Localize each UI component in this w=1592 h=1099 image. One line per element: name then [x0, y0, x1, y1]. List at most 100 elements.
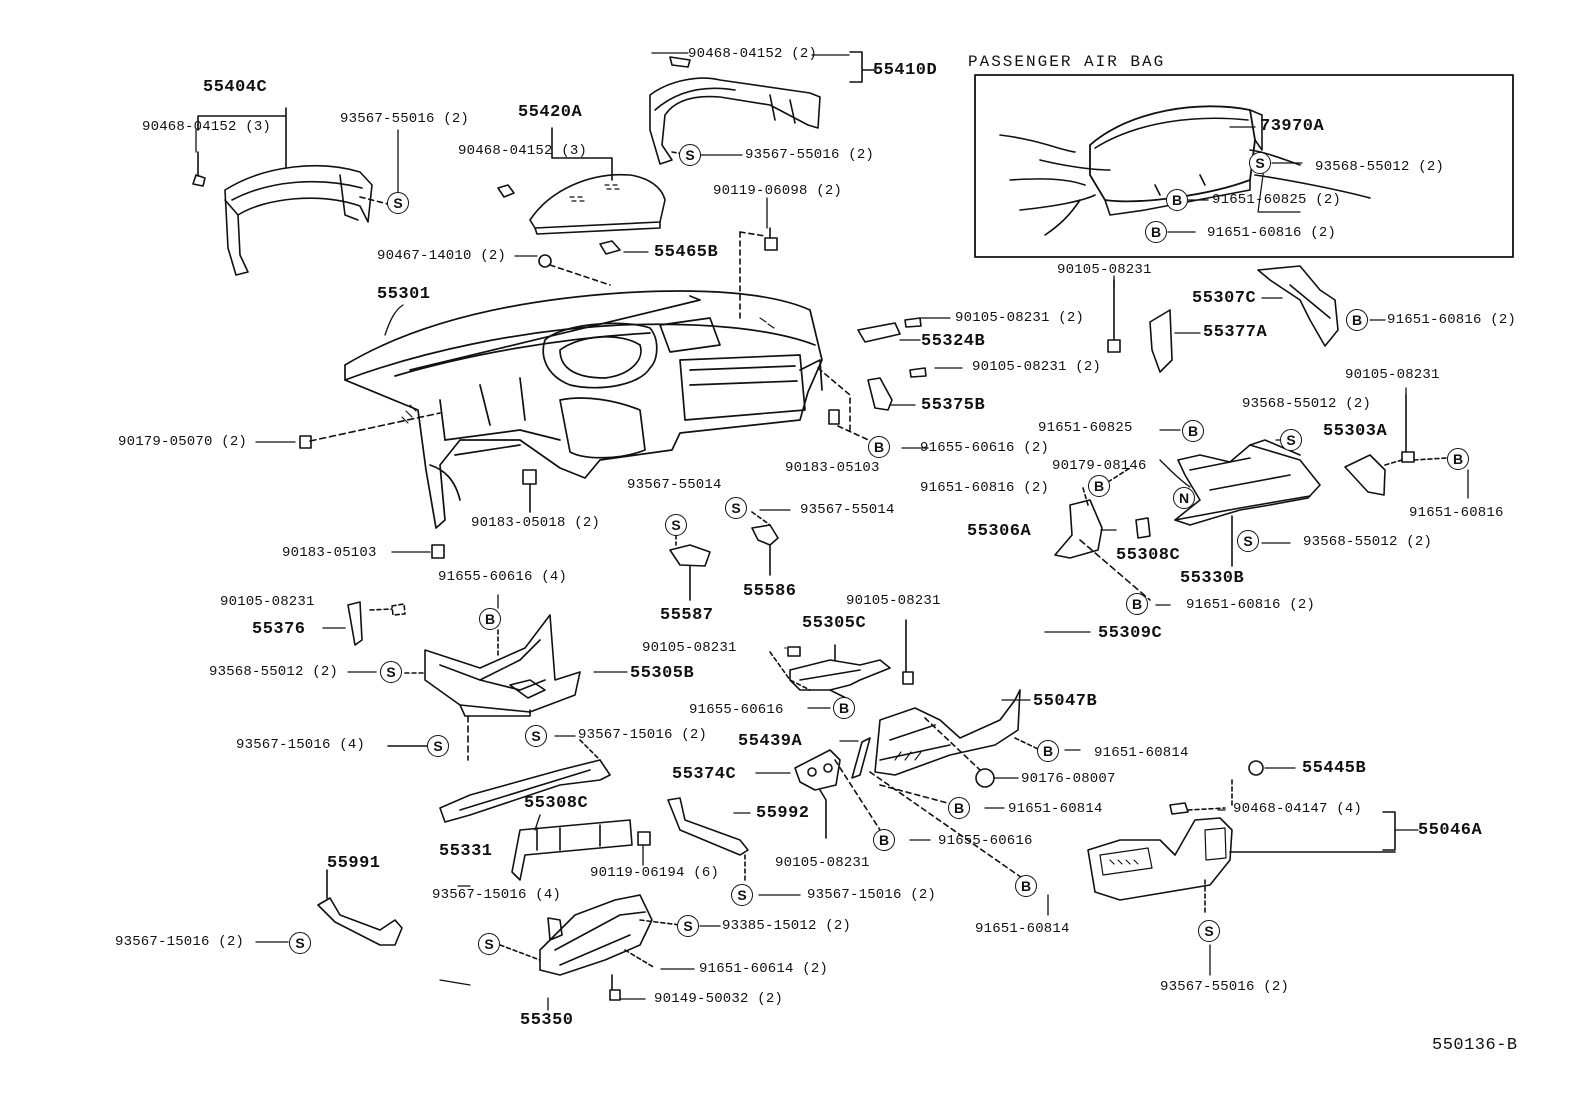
- label-55303A: 55303A: [1323, 422, 1388, 441]
- label-91651-60614: 91651-60614 (2): [699, 961, 829, 977]
- label-91651-60825: 91651-60825: [1038, 420, 1133, 436]
- label-55404C: 55404C: [203, 78, 268, 97]
- label-93567-15016-2b: 93567-15016 (2): [807, 887, 937, 903]
- symbol-b: B: [873, 829, 895, 851]
- label-93567-55014-a: 93567-55014: [627, 477, 722, 493]
- label-93567-15016-2c: 93567-15016 (2): [115, 934, 245, 950]
- label-55465B: 55465B: [654, 243, 719, 262]
- label-93567-55016-2b: 93567-55016 (2): [745, 147, 875, 163]
- label-90105-08231-c1: 90105-08231: [846, 593, 941, 609]
- label-91655-60616-4: 91655-60616 (4): [438, 569, 568, 585]
- label-90179-05070: 90179-05070 (2): [118, 434, 248, 450]
- clip-90183-05103-b: [431, 544, 445, 559]
- part-55992-sketch: [667, 797, 749, 856]
- label-90105-08231-l: 90105-08231: [220, 594, 315, 610]
- label-55586: 55586: [743, 582, 797, 601]
- label-55046A: 55046A: [1418, 821, 1483, 840]
- label-93385-15012: 93385-15012 (2): [722, 918, 852, 934]
- part-55374C-sketch: [794, 749, 841, 839]
- clip-55308C-r: [1135, 517, 1151, 539]
- label-91651-60814-b: 91651-60814: [1008, 801, 1103, 817]
- label-93568-55012-r1: 93568-55012 (2): [1242, 396, 1372, 412]
- label-90467-14010: 90467-14010 (2): [377, 248, 507, 264]
- symbol-b: B: [1037, 740, 1059, 762]
- symbol-s: S: [380, 661, 402, 683]
- airbag-section-title: PASSENGER AIR BAG: [968, 53, 1166, 71]
- bolt-90119-06098: [764, 227, 778, 251]
- part-55324B-sketch: [857, 317, 922, 343]
- bracket-55586: [751, 524, 779, 546]
- bracket-55306A: [1054, 499, 1103, 559]
- symbol-b: B: [1166, 189, 1188, 211]
- symbol-s: S: [679, 144, 701, 166]
- clip-90183-05103-a: [828, 409, 840, 425]
- clip-90183-05018: [522, 469, 537, 485]
- label-93568-55012-r2: 93568-55012 (2): [1303, 534, 1433, 550]
- symbol-s: S: [1249, 152, 1271, 174]
- label-90179-08146: 90179-08146: [1052, 458, 1147, 474]
- label-55992: 55992: [756, 804, 810, 823]
- label-93567-15016-2a: 93567-15016 (2): [578, 727, 708, 743]
- label-73970A: 73970A: [1260, 117, 1325, 136]
- part-55308C-sketch: [511, 819, 633, 881]
- label-55324B: 55324B: [921, 332, 986, 351]
- part-55375B-sketch: [867, 367, 927, 411]
- airbag-inset-frame: [974, 74, 1514, 258]
- label-55047B: 55047B: [1033, 692, 1098, 711]
- label-93567-55014-b: 93567-55014: [800, 502, 895, 518]
- label-90176-08007: 90176-08007: [1021, 771, 1116, 787]
- label-90119-06194: 90119-06194 (6): [590, 865, 720, 881]
- label-90105-08231-c2: 90105-08231: [642, 640, 737, 656]
- label-93567-15016-4b: 93567-15016 (4): [432, 887, 562, 903]
- clip-90467: [538, 254, 552, 268]
- label-90468-04152-3b: 90468-04152 (3): [458, 143, 588, 159]
- nut-90176: [975, 768, 995, 788]
- cap-55445B: [1248, 760, 1264, 776]
- label-91655-60616-2: 91655-60616 (2): [920, 440, 1050, 456]
- label-91651-60816-mid: 91651-60816 (2): [920, 480, 1050, 496]
- part-55047B-sketch: [874, 689, 1021, 776]
- label-55306A: 55306A: [967, 522, 1032, 541]
- part-55420A-sketch: [497, 127, 666, 235]
- label-93568-55012-l: 93568-55012 (2): [209, 664, 339, 680]
- symbol-s: S: [1198, 920, 1220, 942]
- label-55377A: 55377A: [1203, 323, 1268, 342]
- label-55350: 55350: [520, 1011, 574, 1030]
- label-93568-55012-ab: 93568-55012 (2): [1315, 159, 1445, 175]
- label-91651-60816-rr: 91651-60816: [1409, 505, 1504, 521]
- label-90105-08231-r: 90105-08231: [1345, 367, 1440, 383]
- label-55305B: 55305B: [630, 664, 695, 683]
- label-90183-05103-a: 90183-05103: [785, 460, 880, 476]
- label-90119-06098: 90119-06098 (2): [713, 183, 843, 199]
- symbol-b: B: [1182, 420, 1204, 442]
- part-55404C-sketch: [192, 107, 393, 276]
- symbol-s: S: [525, 725, 547, 747]
- label-91651-60814-c: 91651-60814: [975, 921, 1070, 937]
- leader-lines: [195, 52, 1469, 1011]
- label-90183-05018: 90183-05018 (2): [471, 515, 601, 531]
- part-55307C-sketch: [1257, 265, 1339, 347]
- symbol-s: S: [677, 915, 699, 937]
- clip-55465B: [599, 240, 621, 255]
- symbol-s: S: [387, 192, 409, 214]
- label-90105-08231-top: 90105-08231: [1057, 262, 1152, 278]
- label-93567-55016-2c: 93567-55016 (2): [1160, 979, 1290, 995]
- part-55991-sketch: [317, 897, 403, 946]
- symbol-s: S: [725, 497, 747, 519]
- label-91651-60816-lo: 91651-60816 (2): [1186, 597, 1316, 613]
- part-55331-sketch: [439, 759, 611, 823]
- label-90183-05103-b: 90183-05103: [282, 545, 377, 561]
- part-55046A-sketch: [1087, 779, 1233, 916]
- label-55410D: 55410D: [873, 61, 938, 80]
- label-93567-15016-4a: 93567-15016 (4): [236, 737, 366, 753]
- label-55308C-r: 55308C: [1116, 546, 1181, 565]
- symbol-b: B: [1346, 309, 1368, 331]
- symbol-s: S: [665, 514, 687, 536]
- symbol-b: B: [1126, 593, 1148, 615]
- label-55309C: 55309C: [1098, 624, 1163, 643]
- label-90468-04152-2: 90468-04152 (2): [688, 46, 818, 62]
- label-91651-60825-2: 91651-60825 (2): [1212, 192, 1342, 208]
- part-55305B-sketch: [424, 614, 581, 717]
